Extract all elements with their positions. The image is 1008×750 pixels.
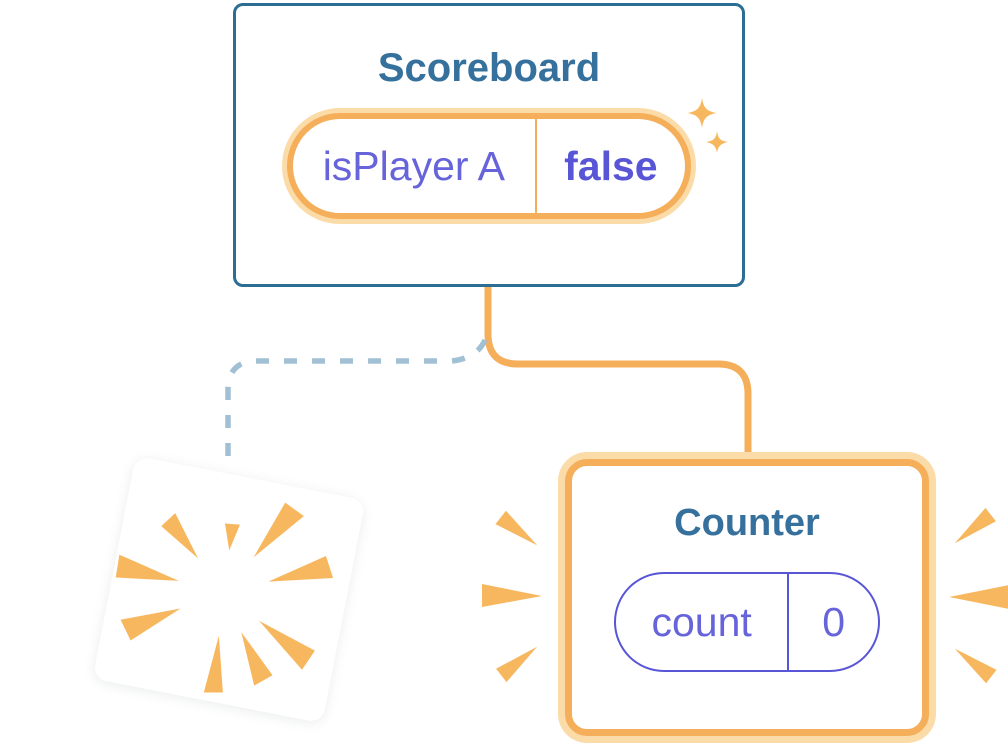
tree-connector-solid: [484, 279, 752, 459]
poof-burst-icon: [115, 502, 334, 693]
tree-connector-dashed: [225, 338, 488, 466]
counter-card: Counter count 0: [565, 459, 929, 736]
scoreboard-title: Scoreboard: [377, 46, 601, 90]
state-label: count: [651, 598, 752, 645]
removed-card: [92, 455, 366, 724]
counter-state-pill: count 0: [614, 572, 880, 672]
state-label: isPlayer A: [322, 142, 506, 189]
scoreboard-state-pill: isPlayer A false: [287, 113, 691, 219]
pill-divider: [787, 574, 790, 670]
emphasis-marks-icon: [482, 507, 1008, 684]
state-value: false: [564, 142, 658, 189]
counter-title: Counter: [674, 502, 820, 544]
scoreboard-card: Scoreboard isPlayer A false: [233, 3, 745, 287]
pill-divider: [534, 119, 537, 213]
state-value: 0: [822, 598, 846, 645]
